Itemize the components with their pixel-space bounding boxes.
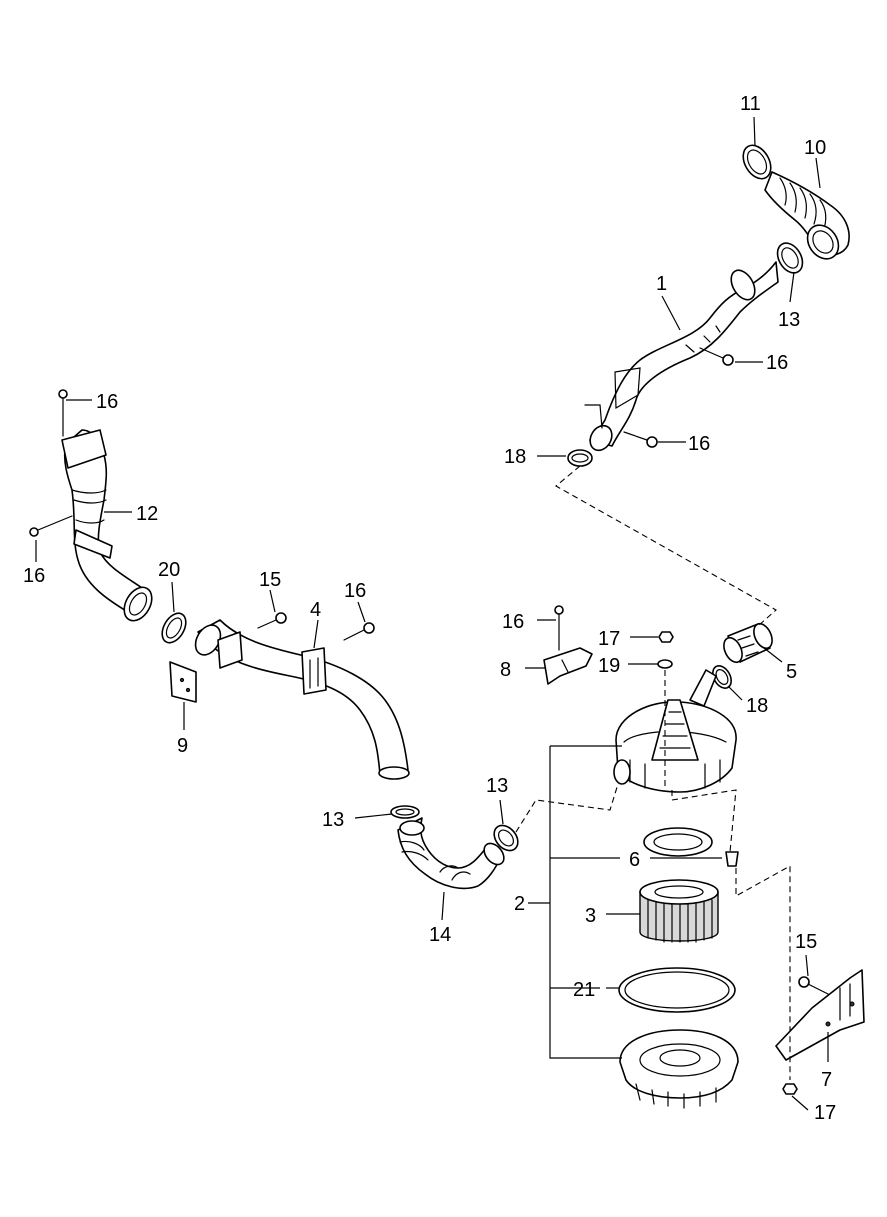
callout-17: 17 — [598, 628, 620, 650]
seal-ring-part-6 — [643, 827, 713, 857]
callout-9: 9 — [177, 735, 188, 757]
hose-clamp-part-11 — [742, 144, 772, 180]
callout-1: 1 — [656, 273, 667, 295]
hose-clamp-part-13-left — [390, 805, 420, 819]
upper-housing-part-2 — [613, 669, 737, 793]
callout-5: 5 — [786, 661, 797, 683]
bolt-part-16-duct-lower — [623, 431, 658, 448]
callout-15: 15 — [795, 931, 817, 953]
callout-12: 12 — [136, 503, 158, 525]
callout-16: 16 — [23, 565, 45, 587]
bolt-part-16-bracket — [554, 605, 564, 651]
assembly-lines — [515, 465, 791, 1080]
callout-13: 13 — [486, 775, 508, 797]
intake-hose-part-14 — [397, 817, 505, 890]
bolt-part-16-duct-upper — [699, 347, 734, 366]
hose-clamp-part-13-right — [493, 824, 519, 852]
callout-20: 20 — [158, 559, 180, 581]
bolt-part-16-left — [29, 515, 73, 537]
leader-lines — [35, 116, 829, 1111]
hose-clamp-part-20 — [161, 612, 187, 644]
callout-4: 4 — [310, 599, 321, 621]
bolt-part-16-top-left — [58, 389, 68, 437]
callout-8: 8 — [500, 659, 511, 681]
nut-part-17-bottom — [782, 1083, 798, 1095]
callout-16: 16 — [344, 580, 366, 602]
callout-3: 3 — [585, 905, 596, 927]
callout-labels: 11 10 1 13 16 16 18 16 12 16 20 15 16 4 … — [23, 93, 836, 1124]
bolt-part-15-middle — [257, 612, 287, 629]
washer-part-19 — [657, 659, 673, 669]
callout-19: 19 — [598, 655, 620, 677]
callout-2: 2 — [514, 893, 525, 915]
callout-18: 18 — [504, 446, 526, 468]
air-duct-part-4 — [194, 619, 410, 780]
callout-14: 14 — [429, 924, 451, 946]
callout-11: 11 — [740, 93, 761, 115]
callout-16: 16 — [766, 352, 788, 374]
hose-clamp-part-13-upper — [776, 242, 804, 274]
filter-element-part-3 — [639, 879, 719, 943]
callout-18: 18 — [746, 695, 768, 717]
mounting-bracket-part-7 — [775, 969, 865, 1061]
o-ring-part-21 — [618, 967, 736, 1013]
callout-17: 17 — [814, 1102, 836, 1124]
inlet-hose-part-5 — [723, 622, 773, 664]
bracket-part-9 — [169, 661, 197, 703]
grommet-part-6 — [725, 851, 739, 867]
intake-hose-part-10 — [764, 171, 850, 260]
air-duct-part-1 — [584, 261, 779, 452]
callout-15: 15 — [259, 569, 281, 591]
callout-21: 21 — [573, 979, 595, 1001]
callout-16: 16 — [688, 433, 710, 455]
callout-7: 7 — [821, 1069, 832, 1091]
air-duct-part-12 — [61, 429, 153, 622]
lower-housing-part-2 — [619, 1029, 739, 1109]
callout-10: 10 — [804, 137, 826, 159]
nut-part-17-top — [658, 631, 674, 643]
group-bracket-2 — [528, 745, 622, 1059]
callout-16: 16 — [96, 391, 118, 413]
hose-clamp-part-18-lower — [712, 665, 732, 689]
callout-13: 13 — [778, 309, 800, 331]
callout-16: 16 — [502, 611, 524, 633]
bolt-part-16-middle — [343, 622, 375, 641]
hose-clamp-part-18-upper — [567, 449, 593, 467]
callout-6: 6 — [629, 849, 640, 871]
callout-13: 13 — [322, 809, 344, 831]
bracket-part-8 — [543, 647, 593, 685]
bolt-part-15-right — [798, 976, 829, 995]
